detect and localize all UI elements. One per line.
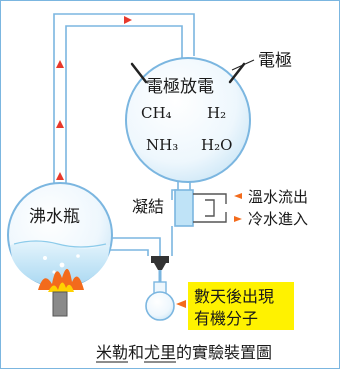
electrode-discharge-label: 電極放電 [146,77,214,97]
burner-stand [52,291,68,317]
electrodes [130,62,246,84]
result-pointer-arrow [176,300,186,308]
electrode-pointer-line [231,59,255,71]
condenser-label: 凝結 [132,197,164,216]
cold-water-in-label: 冷水進入 [248,210,308,228]
warm-water-out-label: 溫水流出 [248,188,308,206]
reaction-chamber [125,57,251,183]
electrode-label: 電極 [258,51,292,71]
boiling-flask [7,182,113,288]
gas-ch4: CH₄ [141,104,172,122]
gas-nh3: NH₃ [146,136,178,154]
result-highlight-box [188,282,294,330]
gas-h2o: H₂O [201,136,232,154]
water-pipes [193,193,227,223]
boiling-flask-label: 沸水瓶 [29,207,80,227]
result-label-line1: 數天後出現 [194,287,274,306]
burner-flame [38,268,84,292]
figure-caption: 米勒和尤里的實驗裝置圖 [96,343,272,362]
flow-arrows [56,16,132,180]
result-label-line2: 有機分子 [194,309,258,328]
gas-h2: H₂ [207,104,226,122]
stopcock [151,256,169,284]
condenser-jacket [174,189,194,227]
collection-flask [145,281,175,321]
water-flow-arrows [234,193,242,222]
glass-tubing [53,13,195,256]
